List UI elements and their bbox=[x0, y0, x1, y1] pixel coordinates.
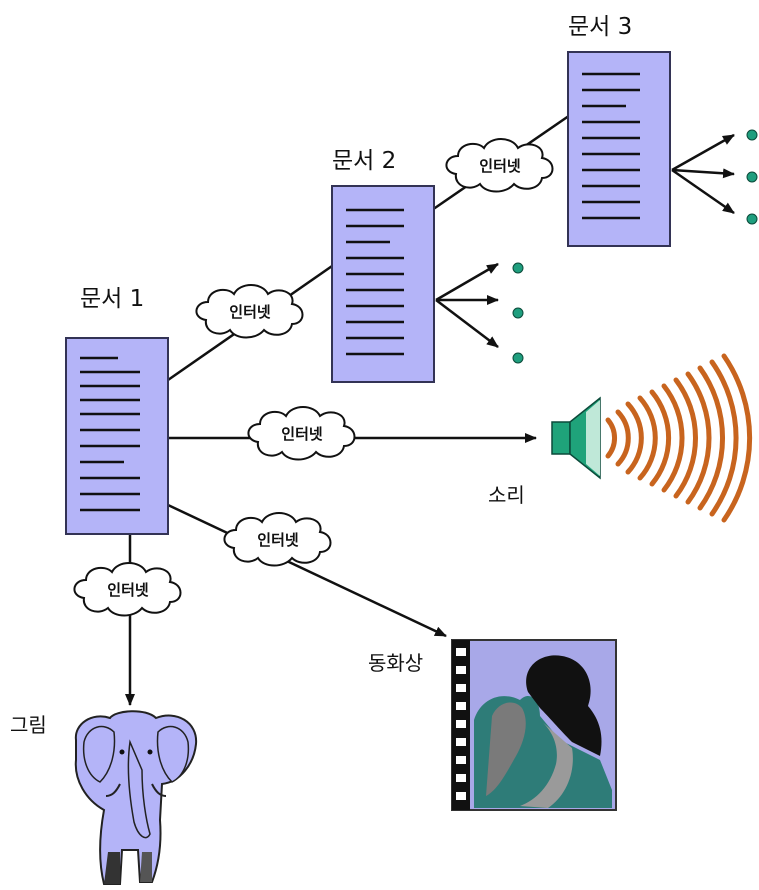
dot bbox=[746, 171, 758, 183]
dot bbox=[512, 307, 524, 319]
document-2-label: 문서 2 bbox=[332, 148, 396, 174]
document-3-label: 문서 3 bbox=[568, 14, 632, 40]
internet-label: 인터넷 bbox=[281, 425, 323, 443]
fan-doc3-down bbox=[671, 168, 735, 215]
document-1: 문서 1 bbox=[65, 286, 169, 535]
internet-cloud-doc2-doc3: 인터넷 bbox=[445, 138, 554, 193]
elephant-icon bbox=[74, 710, 198, 885]
dot bbox=[746, 129, 758, 141]
picture-label: 그림 bbox=[10, 713, 47, 737]
dot bbox=[512, 352, 524, 364]
document-1-label: 문서 1 bbox=[80, 286, 144, 312]
internet-label: 인터넷 bbox=[479, 157, 521, 175]
internet-label: 인터넷 bbox=[107, 581, 149, 599]
internet-cloud-doc1-video: 인터넷 bbox=[223, 512, 332, 567]
document-2: 문서 2 bbox=[331, 148, 435, 383]
internet-cloud-doc1-picture: 인터넷 bbox=[73, 562, 182, 617]
internet-cloud-doc1-sound: 인터넷 bbox=[247, 406, 356, 461]
internet-cloud-doc1-doc2: 인터넷 bbox=[195, 284, 304, 339]
video-label: 동화상 bbox=[368, 651, 423, 675]
speaker-icon bbox=[551, 396, 601, 480]
link-doc1-video bbox=[167, 503, 447, 638]
internet-label: 인터넷 bbox=[229, 303, 271, 321]
sound-label: 소리 bbox=[488, 483, 525, 507]
dot bbox=[746, 213, 758, 225]
internet-label: 인터넷 bbox=[257, 531, 299, 549]
continuation-dots bbox=[512, 129, 758, 364]
dot bbox=[512, 262, 524, 274]
fan-doc3-up bbox=[671, 133, 735, 172]
fan-doc3-mid bbox=[671, 168, 735, 179]
video-frame-icon bbox=[451, 639, 617, 811]
sound-waves bbox=[605, 353, 753, 523]
fan-doc2-up bbox=[435, 262, 499, 302]
document-3: 문서 3 bbox=[567, 14, 671, 247]
fan-doc2-down bbox=[435, 299, 499, 348]
